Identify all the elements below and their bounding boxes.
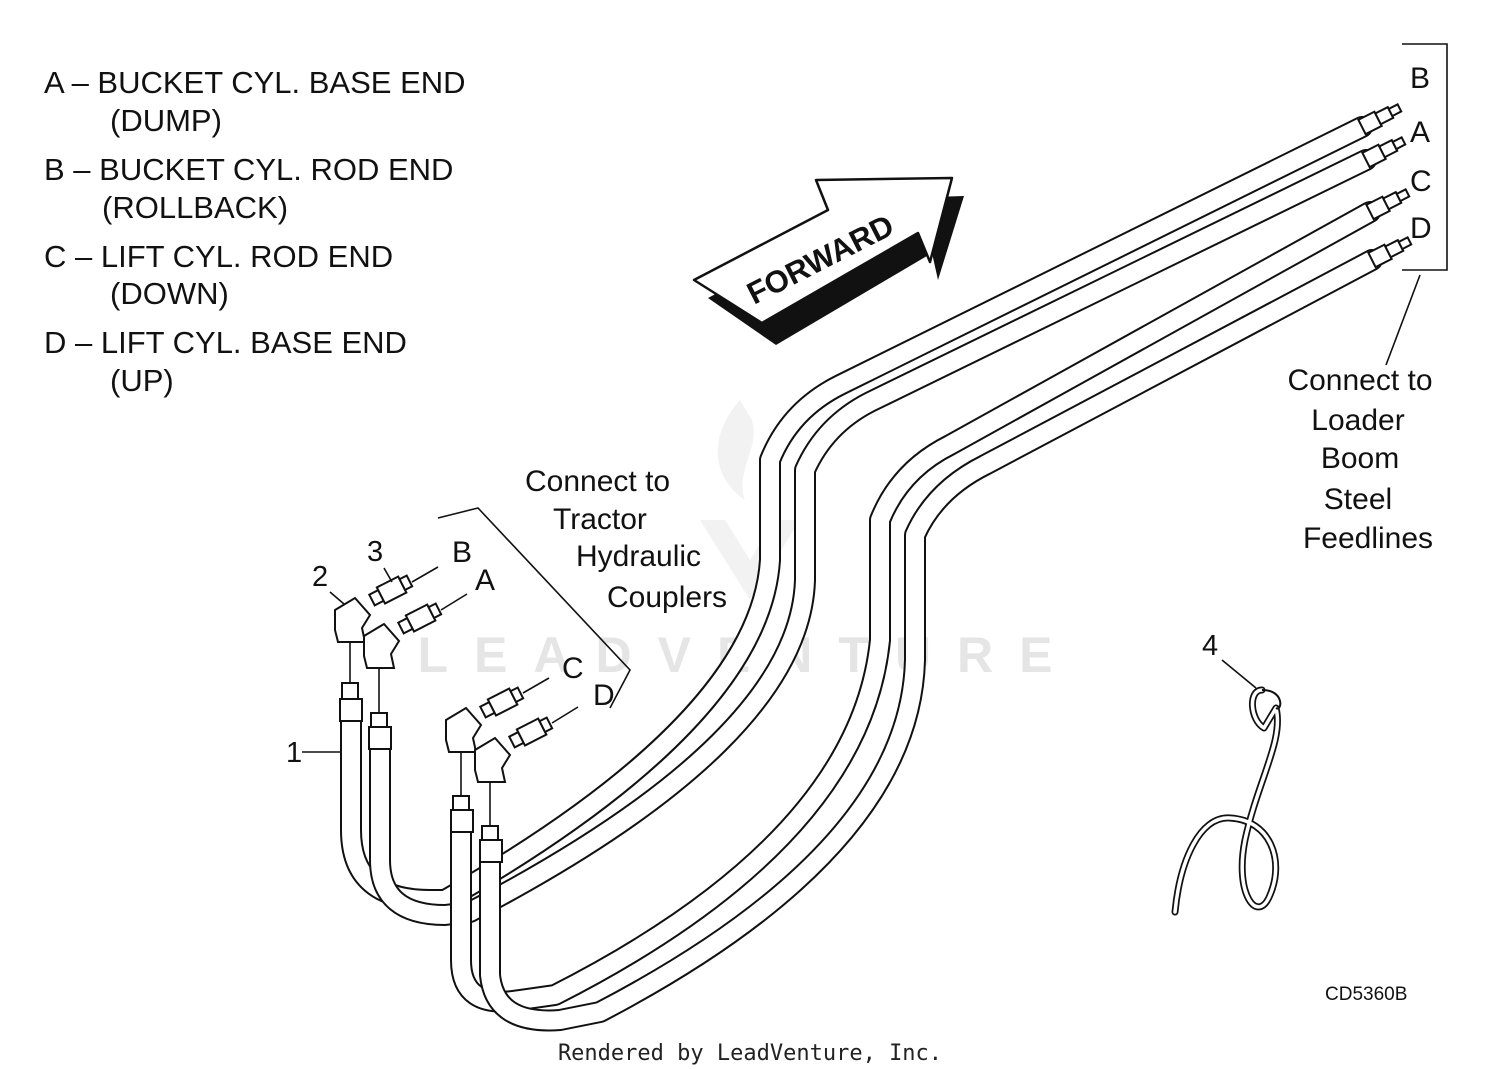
feedline-letter-d: D [1410,212,1432,245]
loader-callout-line-2: Loader [1311,404,1404,437]
feedline-letter-c: C [1410,165,1432,198]
part-number-4: 4 [1202,630,1218,662]
legend-b-sub: (ROLLBACK) [102,190,288,225]
legend-a-sub: (DUMP) [110,103,222,138]
coupler-letter-a: A [475,564,495,597]
part-number-1: 1 [286,737,302,769]
loader-callout: Connect to Loader Boom Steel Feedlines [1287,364,1433,555]
legend-c-title: C – LIFT CYL. ROD END [44,239,393,274]
coupler-letter-d: D [593,679,615,712]
legend-c-sub: (DOWN) [110,276,229,311]
loader-callout-line-1: Connect to [1287,364,1432,397]
part-number-3: 3 [367,536,383,568]
legend-d-title: D – LIFT CYL. BASE END [44,325,407,360]
footer-credit: Rendered by LeadVenture, Inc. [558,1041,942,1066]
legend-a-title: A – BUCKET CYL. BASE END [44,65,466,100]
tractor-callout-line-4: Couplers [607,581,727,614]
feedline-bracket [1385,43,1448,366]
legend: A – BUCKET CYL. BASE END (DUMP) B – BUCK… [44,65,466,398]
hose-set [340,116,1383,1032]
loader-callout-line-5: Feedlines [1303,522,1433,555]
wire-clip-icon [1171,686,1282,916]
quick-couplers [367,574,554,749]
tractor-callout-line-3: Hydraulic [576,540,701,573]
figure-code: CD5360B [1325,984,1407,1005]
forward-arrow-icon: FORWARD [692,176,964,345]
loader-callout-line-4: Steel [1324,483,1392,516]
tractor-callout-line-2: Tractor [553,503,647,536]
legend-d-sub: (UP) [110,363,174,398]
feedline-fittings [1357,103,1413,269]
coupler-letter-c: C [562,652,584,685]
part-number-2: 2 [312,561,328,593]
feedline-letter-b: B [1410,62,1430,95]
legend-b-title: B – BUCKET CYL. ROD END [44,152,453,187]
loader-callout-line-3: Boom [1321,442,1399,475]
coupler-letter-b: B [452,536,472,569]
feedline-letter-a: A [1410,116,1430,149]
coupler-leaders [411,507,631,724]
tractor-callout: Connect to Tractor Hydraulic Couplers [525,465,727,614]
elbow-fittings [334,596,512,826]
tractor-callout-line-1: Connect to [525,465,670,498]
